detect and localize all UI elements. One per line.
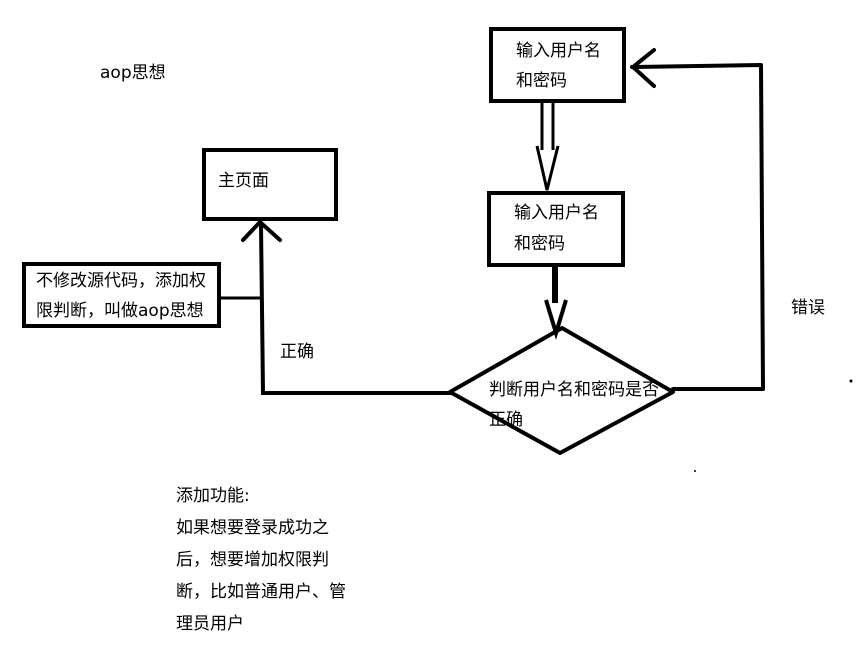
- diagram-title: aop思想: [100, 63, 166, 83]
- arrow-wrong-to-input: [630, 48, 765, 391]
- decision-label-line1: 判断用户名和密码是否: [489, 380, 659, 400]
- edge-label-correct: 正确: [280, 342, 314, 362]
- decision-diamond: [448, 326, 675, 455]
- input-box-mid-label-line2: 和密码: [514, 234, 565, 254]
- input-box-top-label-line1: 输入用户名: [516, 41, 601, 61]
- notes-line: 后，想要增加权限判: [176, 550, 329, 570]
- edge-label-wrong: 错误: [791, 298, 825, 318]
- notes-line: 如果想要登录成功之: [176, 518, 329, 538]
- input-box-top-label-line2: 和密码: [516, 71, 567, 91]
- aop-note-box: [22, 262, 221, 328]
- input-box-mid: [487, 191, 625, 267]
- aop-note-line1: 不修改源代码，添加权: [36, 271, 206, 291]
- arrow-input-to-decision: [544, 266, 568, 340]
- arrow-input-to-input: [535, 102, 560, 191]
- arrow-correct-to-main: [241, 219, 452, 395]
- aop-note-line2: 限判断，叫做aop思想: [36, 301, 204, 321]
- feature-notes: 添加功能: 如果想要登录成功之 后，想要增加权限判 断，比如普通用户、管 理员用…: [176, 480, 346, 640]
- main-page-box: [202, 148, 338, 221]
- input-box-mid-label-line1: 输入用户名: [514, 203, 599, 223]
- decision-label-line2: 正确: [489, 410, 523, 430]
- notes-line: 理员用户: [176, 614, 244, 634]
- stray-dot: [694, 470, 696, 472]
- input-box-top: [489, 27, 626, 103]
- main-page-label: 主页面: [218, 171, 269, 191]
- stray-dot: [849, 379, 853, 383]
- notes-line: 添加功能:: [176, 486, 250, 506]
- notes-line: 断，比如普通用户、管: [176, 582, 346, 602]
